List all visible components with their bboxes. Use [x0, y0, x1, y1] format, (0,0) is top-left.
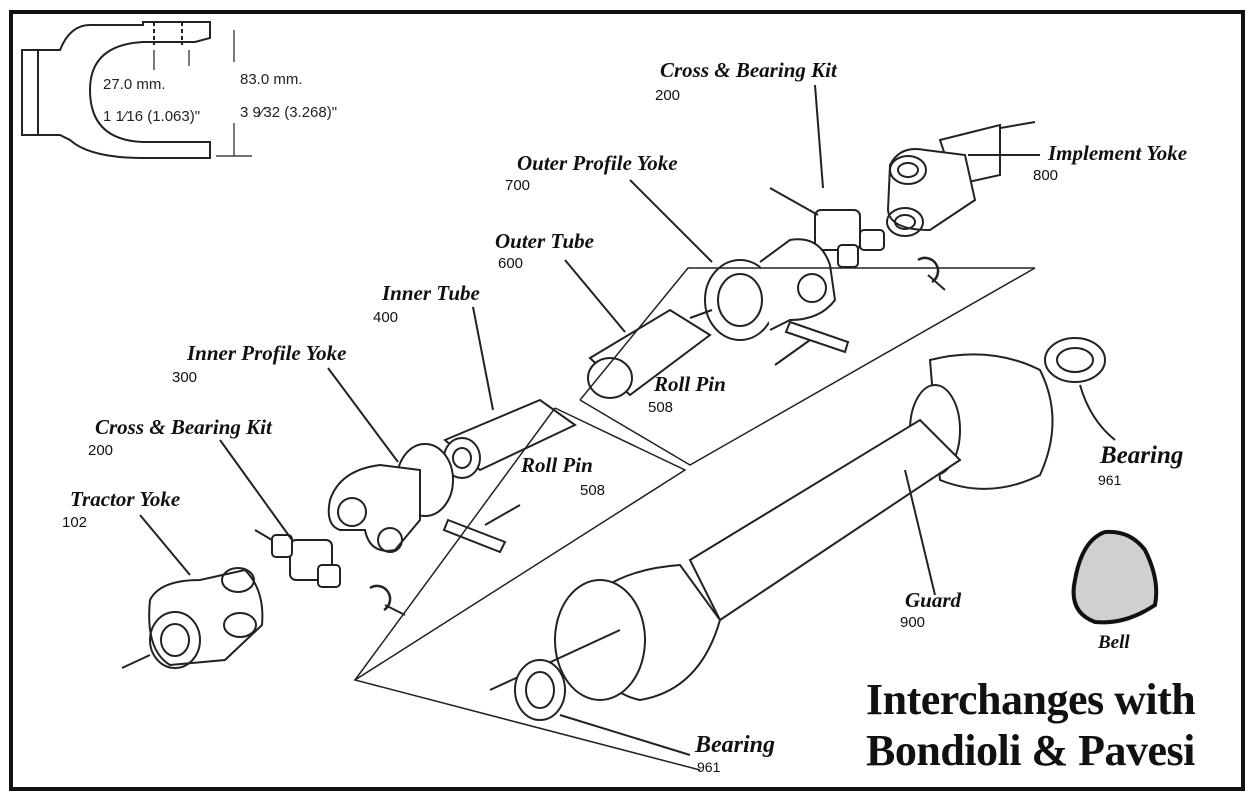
guard-drawing — [489, 353, 1054, 702]
leader-lines — [139, 84, 1040, 576]
part-number: 900 — [900, 614, 926, 631]
cross-bearing-kit-upper — [769, 187, 946, 291]
part-label: Outer Profile Yoke — [517, 151, 678, 175]
part-label: Inner Profile Yoke — [187, 341, 347, 365]
tractor-yoke-drawing — [121, 567, 264, 669]
outer-profile-yoke-drawing — [689, 238, 850, 366]
part-label: Inner Tube — [382, 281, 480, 305]
diagram-border — [9, 10, 1245, 791]
outer-tube-drawing — [587, 308, 712, 399]
inset-width-in: 1 1⁄16 (1.063)" — [103, 108, 201, 125]
part-number: 700 — [505, 177, 531, 194]
implement-yoke-drawing — [886, 121, 1036, 237]
part-number: 300 — [172, 369, 198, 386]
inset-width-mm: 27.0 mm. — [103, 76, 166, 93]
part-number: 961 — [697, 759, 721, 775]
bearing-lower-drawing — [514, 659, 691, 756]
part-label: Outer Tube — [495, 229, 594, 253]
yoke-dimension-inset — [21, 21, 252, 159]
part-label: Cross & Bearing Kit — [660, 58, 837, 82]
bell-profile-shape — [1071, 529, 1159, 625]
part-number: 102 — [62, 514, 88, 531]
inset-height-mm: 83.0 mm. — [240, 71, 303, 88]
part-number: 600 — [498, 255, 524, 272]
inner-tube-drawing — [443, 398, 577, 479]
part-number: 400 — [373, 309, 399, 326]
part-label: Roll Pin — [654, 372, 726, 396]
headline-line1: Interchanges with — [866, 675, 1196, 724]
cross-bearing-kit-lower — [254, 529, 406, 616]
inset-height-in: 3 9⁄32 (3.268)" — [240, 104, 338, 121]
part-label: Roll Pin — [521, 453, 593, 477]
guard-bracket-lines — [353, 267, 1036, 771]
part-number: 961 — [1098, 472, 1122, 488]
part-number: 200 — [88, 442, 114, 459]
part-label: Tractor Yoke — [70, 487, 181, 511]
part-label: Implement Yoke — [1048, 141, 1188, 165]
bearing-upper-drawing — [1044, 337, 1116, 441]
part-label: Cross & Bearing Kit — [95, 415, 272, 439]
part-label: Bearing — [1100, 442, 1184, 469]
part-number: 800 — [1033, 167, 1059, 184]
profile-label: Bell — [1098, 632, 1130, 653]
headline-line2: Bondioli & Pavesi — [866, 726, 1195, 775]
part-label: Bearing — [695, 732, 776, 758]
part-label: Guard — [905, 588, 962, 612]
inner-profile-yoke-drawing — [327, 443, 521, 554]
part-number: 508 — [648, 399, 674, 416]
part-number: 508 — [580, 482, 606, 499]
part-number: 200 — [655, 87, 681, 104]
